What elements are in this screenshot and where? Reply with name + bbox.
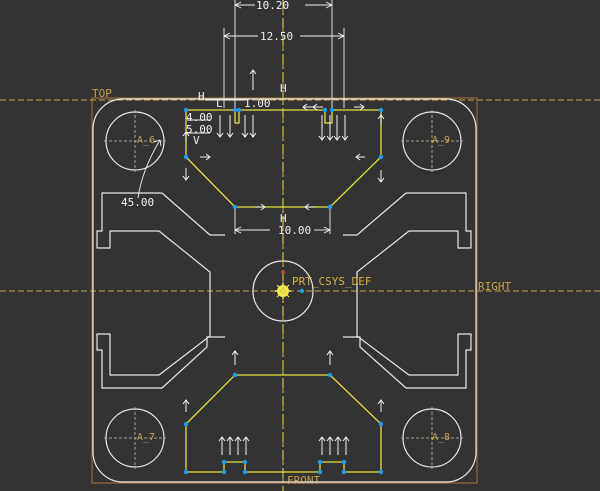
dimension-left-small-label[interactable]: 5.00 [186, 123, 213, 136]
csys-label[interactable]: PRT_CSYS_DEF [292, 275, 371, 288]
dimension-angle-label[interactable]: 45.00 [121, 196, 154, 209]
dimension-top-small-label[interactable]: 1.00 [244, 97, 271, 110]
dimension-bottom-length-label[interactable]: 10.00 [278, 224, 311, 237]
dimension-width-inner-label[interactable]: 12.50 [260, 30, 293, 43]
center-pocket-outline[interactable] [96, 192, 225, 389]
constraint-line-top[interactable]: L [216, 97, 223, 110]
constraint-vertical-left[interactable]: V [193, 134, 200, 147]
top-datum-label[interactable]: TOP [92, 87, 112, 100]
dimension-angle[interactable] [137, 139, 162, 199]
hole-label-top-left: A_6 [137, 135, 155, 146]
part-boundary-frame [91, 97, 478, 484]
constraint-horizontal-bottom[interactable]: H [280, 212, 287, 225]
constraint-arrows [182, 69, 385, 455]
dimension-width-inner[interactable] [223, 28, 345, 108]
dimension-width-outer[interactable] [234, 0, 333, 108]
right-datum-label[interactable]: RIGHT [478, 280, 511, 293]
dimension-left-overlap-label[interactable]: 4.00 [186, 111, 213, 124]
constraint-horizontal-top[interactable]: H [198, 90, 205, 103]
hole-label-bottom-right: A_8 [432, 432, 450, 443]
sketch-vertices[interactable] [183, 107, 384, 475]
outer-boundary[interactable] [92, 98, 477, 483]
upper-sketch-profile[interactable] [185, 109, 382, 208]
center-pocket-outline-right[interactable] [343, 192, 472, 389]
hole-label-top-right: A_9 [432, 135, 450, 146]
dimension-bottom-length[interactable] [234, 209, 331, 234]
dimension-small-group[interactable] [187, 99, 245, 134]
hole-label-bottom-left: A_7 [137, 432, 155, 443]
front-datum-label[interactable]: FRONT [287, 474, 320, 487]
coordinate-system-icon[interactable] [275, 270, 291, 299]
constraint-horizontal-center[interactable]: H [280, 82, 287, 95]
dimension-width-outer-label[interactable]: 10.20 [256, 0, 289, 12]
